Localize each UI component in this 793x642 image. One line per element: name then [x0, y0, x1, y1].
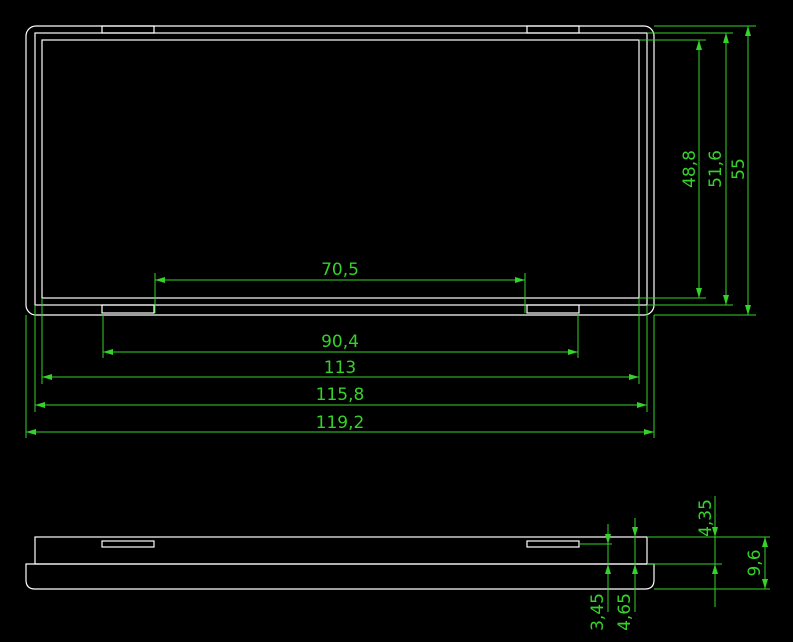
dim-label-48-8: 48,8: [680, 150, 700, 188]
bottom-left-tab: [101, 304, 155, 314]
top-view-outline: [25, 25, 655, 316]
dimension-70-5: 70,5: [154, 260, 526, 313]
dimension-115-8: 115,8: [34, 305, 648, 412]
dim-label-4-65: 4,65: [615, 593, 635, 631]
dimension-55: 55: [654, 25, 756, 316]
dimension-51-6: 51,6: [647, 32, 733, 306]
dim-label-115-8: 115,8: [316, 385, 365, 405]
side-base: [25, 563, 655, 590]
dimension-48-8: 48,8: [639, 39, 706, 299]
side-view-outline: [25, 536, 655, 590]
side-right-tab: [526, 540, 580, 548]
dimension-119-2: 119,2: [25, 315, 655, 438]
dim-label-90-4: 90,4: [321, 332, 359, 352]
bottom-right-tab: [526, 304, 580, 314]
top-right-tab: [526, 25, 580, 34]
dim-label-3-45: 3,45: [588, 593, 608, 631]
dim-label-119-2: 119,2: [316, 413, 365, 433]
side-left-tab: [101, 540, 155, 548]
dim-label-55: 55: [729, 158, 749, 180]
dimension-90-4: 90,4: [102, 313, 579, 358]
side-dimension-lines: [579, 496, 770, 612]
inner-window: [41, 39, 640, 299]
outer-frame: [25, 25, 655, 316]
middle-frame: [34, 32, 648, 306]
dim-label-113: 113: [324, 358, 356, 378]
dim-label-70-5: 70,5: [321, 260, 359, 280]
top-left-tab: [101, 25, 155, 34]
dim-label-9-6: 9,6: [745, 549, 765, 576]
dim-label-4-35: 4,35: [696, 499, 716, 537]
dim-label-51-6: 51,6: [706, 150, 726, 188]
dimension-113: 113: [41, 298, 640, 384]
